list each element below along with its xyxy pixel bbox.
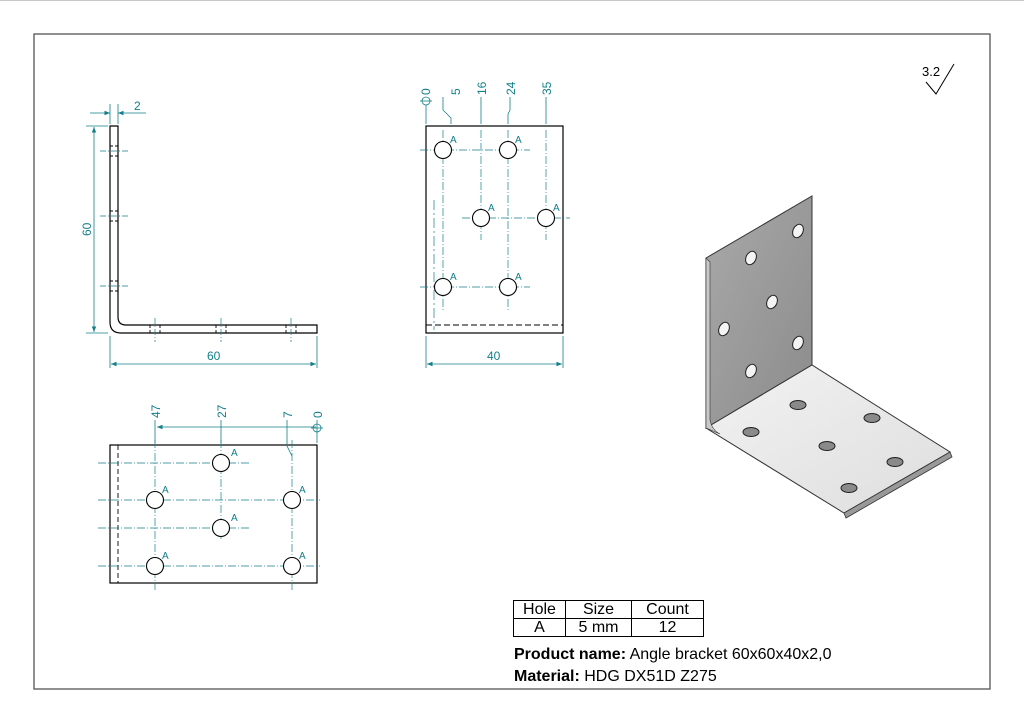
- hole-letter: A: [299, 551, 306, 562]
- ordinate-7: 7: [281, 411, 295, 418]
- hole-a: [211, 453, 231, 473]
- hole-letter: A: [162, 551, 169, 562]
- ordinate-0: 0: [419, 88, 433, 95]
- hole-a: [282, 556, 302, 576]
- top-separator: [0, 0, 1024, 1]
- header-hole: Hole: [513, 600, 566, 619]
- hole-table-header: Hole Size Count: [513, 600, 704, 619]
- hole-a: [498, 140, 518, 160]
- surface-finish-symbol: 3.2: [922, 63, 955, 95]
- hole-table: Hole Size Count A 5 mm 12: [513, 600, 704, 637]
- hole-letter: A: [299, 485, 306, 496]
- ordinate-16: 16: [475, 81, 489, 95]
- product-label: Product name:: [514, 646, 627, 663]
- hole-letter: A: [450, 272, 457, 283]
- hole-a: [433, 277, 453, 297]
- hole-a: [282, 490, 302, 510]
- ordinate-35: 35: [540, 81, 554, 95]
- ordinate-5: 5: [449, 88, 463, 95]
- drawing-frame: [33, 33, 991, 690]
- header-size: Size: [565, 600, 632, 619]
- hole-letter: A: [231, 448, 238, 459]
- hole-a: [498, 277, 518, 297]
- hole-a: [536, 208, 556, 228]
- cell-count: 12: [631, 618, 704, 637]
- ordinate-24: 24: [504, 81, 518, 95]
- hole-letter: A: [515, 135, 522, 146]
- hole-letter: A: [162, 485, 169, 496]
- front-view: 0 5 16 24 35 A A A A A A 40: [419, 81, 570, 368]
- hole-a: [211, 518, 231, 538]
- width-dimension: 60: [207, 349, 221, 363]
- material-value: HDG DX51D Z275: [584, 668, 717, 685]
- hole-letter: A: [450, 135, 457, 146]
- material-label: Material:: [514, 668, 580, 685]
- hole-a: [433, 140, 453, 160]
- header-count: Count: [631, 600, 704, 619]
- hole-a: [145, 490, 165, 510]
- hole-letter: A: [488, 203, 495, 214]
- ordinate-0-bottom: 0: [311, 411, 325, 418]
- hole-letter: A: [231, 513, 238, 524]
- cell-size: 5 mm: [565, 618, 632, 637]
- material-line: Material: HDG DX51D Z275: [514, 668, 717, 686]
- ordinate-27: 27: [215, 404, 229, 418]
- height-dimension: 60: [80, 222, 94, 236]
- front-width-dimension: 40: [487, 349, 501, 363]
- thickness-dimension: 2: [134, 99, 141, 113]
- hole-a: [471, 208, 491, 228]
- hole-letter: A: [553, 203, 560, 214]
- surface-finish-value: 3.2: [922, 64, 940, 79]
- hole-a: [145, 556, 165, 576]
- ordinate-47: 47: [149, 404, 163, 418]
- side-view: 2 60 60: [80, 99, 318, 368]
- isometric-view: [705, 195, 953, 519]
- table-row: A 5 mm 12: [513, 618, 704, 637]
- hole-letter: A: [515, 272, 522, 283]
- product-value: Angle bracket 60x60x40x2,0: [629, 646, 832, 663]
- product-name-line: Product name: Angle bracket 60x60x40x2,0: [514, 646, 832, 664]
- cell-hole: A: [513, 618, 566, 637]
- bottom-view: 47 27 7 0 A A A A A A: [98, 404, 325, 590]
